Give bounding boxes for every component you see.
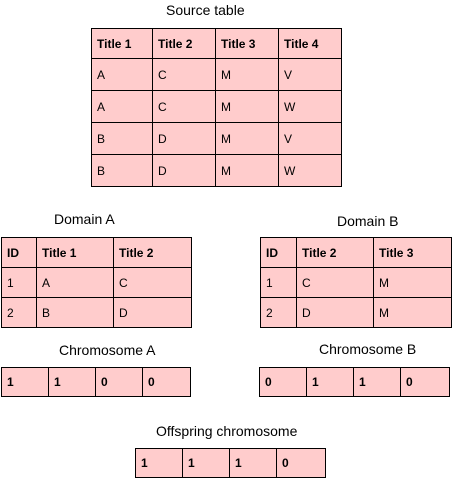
header-cell: Title 1 xyxy=(36,237,114,268)
table-cell: V xyxy=(278,58,342,91)
gene-cell: 1 xyxy=(1,367,49,397)
header-cell: Title 2 xyxy=(296,237,374,268)
gene-cell: 1 xyxy=(229,448,277,478)
offspring-chromosome-title: Offspring chromosome xyxy=(156,423,298,439)
domain-a-title: Domain A xyxy=(54,211,115,227)
table-cell: M xyxy=(215,122,279,155)
table-cell: W xyxy=(278,154,342,187)
chromosome-a-genes: 1 1 0 0 xyxy=(1,367,191,397)
domain-b-header-row: ID Title 2 Title 3 xyxy=(260,237,452,268)
gene-cell: 0 xyxy=(400,367,450,397)
source-table-title: Source table xyxy=(166,2,245,18)
table-cell: D xyxy=(152,122,216,155)
table-row: 2 B D xyxy=(1,297,192,328)
table-cell: D xyxy=(113,297,192,328)
table-cell: M xyxy=(373,297,452,328)
table-cell: D xyxy=(152,154,216,187)
header-cell: Title 2 xyxy=(113,237,192,268)
gene-cell: 1 xyxy=(135,448,183,478)
chromosome-b: 0 1 1 0 xyxy=(259,367,450,397)
table-cell: D xyxy=(296,297,374,328)
table-cell: C xyxy=(113,267,192,298)
table-row: B D M W xyxy=(91,154,342,187)
gene-cell: 1 xyxy=(353,367,401,397)
table-cell: M xyxy=(373,267,452,298)
table-cell: 1 xyxy=(260,267,297,298)
gene-cell: 0 xyxy=(259,367,307,397)
offspring-genes: 1 1 1 0 xyxy=(135,448,326,478)
table-row: 1 C M xyxy=(260,267,452,298)
header-cell: ID xyxy=(1,237,37,268)
table-cell: M xyxy=(215,58,279,91)
table-row: B D M V xyxy=(91,122,342,155)
header-cell: Title 1 xyxy=(91,28,153,59)
gene-cell: 1 xyxy=(48,367,96,397)
offspring-chromosome: 1 1 1 0 xyxy=(135,448,326,478)
domain-a-header-row: ID Title 1 Title 2 xyxy=(1,237,192,268)
domain-b-title: Domain B xyxy=(337,213,399,229)
table-row: A C M W xyxy=(91,90,342,123)
gene-cell: 0 xyxy=(276,448,326,478)
domain-b-table: ID Title 2 Title 3 1 C M 2 D M xyxy=(260,237,452,328)
table-cell: 2 xyxy=(260,297,297,328)
table-row: 1 A C xyxy=(1,267,192,298)
table-cell: B xyxy=(36,297,114,328)
header-cell: Title 2 xyxy=(152,28,216,59)
chromosome-b-title: Chromosome B xyxy=(319,341,417,357)
table-cell: 2 xyxy=(1,297,37,328)
source-table: Title 1 Title 2 Title 3 Title 4 A C M V … xyxy=(91,28,342,187)
header-cell: Title 3 xyxy=(373,237,452,268)
table-cell: C xyxy=(152,58,216,91)
table-cell: M xyxy=(215,154,279,187)
header-cell: Title 4 xyxy=(278,28,342,59)
gene-cell: 0 xyxy=(95,367,143,397)
table-cell: C xyxy=(296,267,374,298)
chromosome-a: 1 1 0 0 xyxy=(1,367,191,397)
header-cell: Title 3 xyxy=(215,28,279,59)
gene-cell: 0 xyxy=(142,367,191,397)
table-row: 2 D M xyxy=(260,297,452,328)
table-cell: V xyxy=(278,122,342,155)
table-cell: B xyxy=(91,122,153,155)
table-row: A C M V xyxy=(91,58,342,91)
chromosome-b-genes: 0 1 1 0 xyxy=(259,367,450,397)
domain-a-table: ID Title 1 Title 2 1 A C 2 B D xyxy=(1,237,192,328)
table-cell: M xyxy=(215,90,279,123)
table-cell: 1 xyxy=(1,267,37,298)
table-cell: A xyxy=(91,90,153,123)
table-cell: B xyxy=(91,154,153,187)
chromosome-a-title: Chromosome A xyxy=(59,342,156,358)
gene-cell: 1 xyxy=(306,367,354,397)
gene-cell: 1 xyxy=(182,448,230,478)
table-cell: A xyxy=(91,58,153,91)
table-cell: A xyxy=(36,267,114,298)
table-cell: W xyxy=(278,90,342,123)
header-cell: ID xyxy=(260,237,297,268)
source-header-row: Title 1 Title 2 Title 3 Title 4 xyxy=(91,28,342,59)
table-cell: C xyxy=(152,90,216,123)
